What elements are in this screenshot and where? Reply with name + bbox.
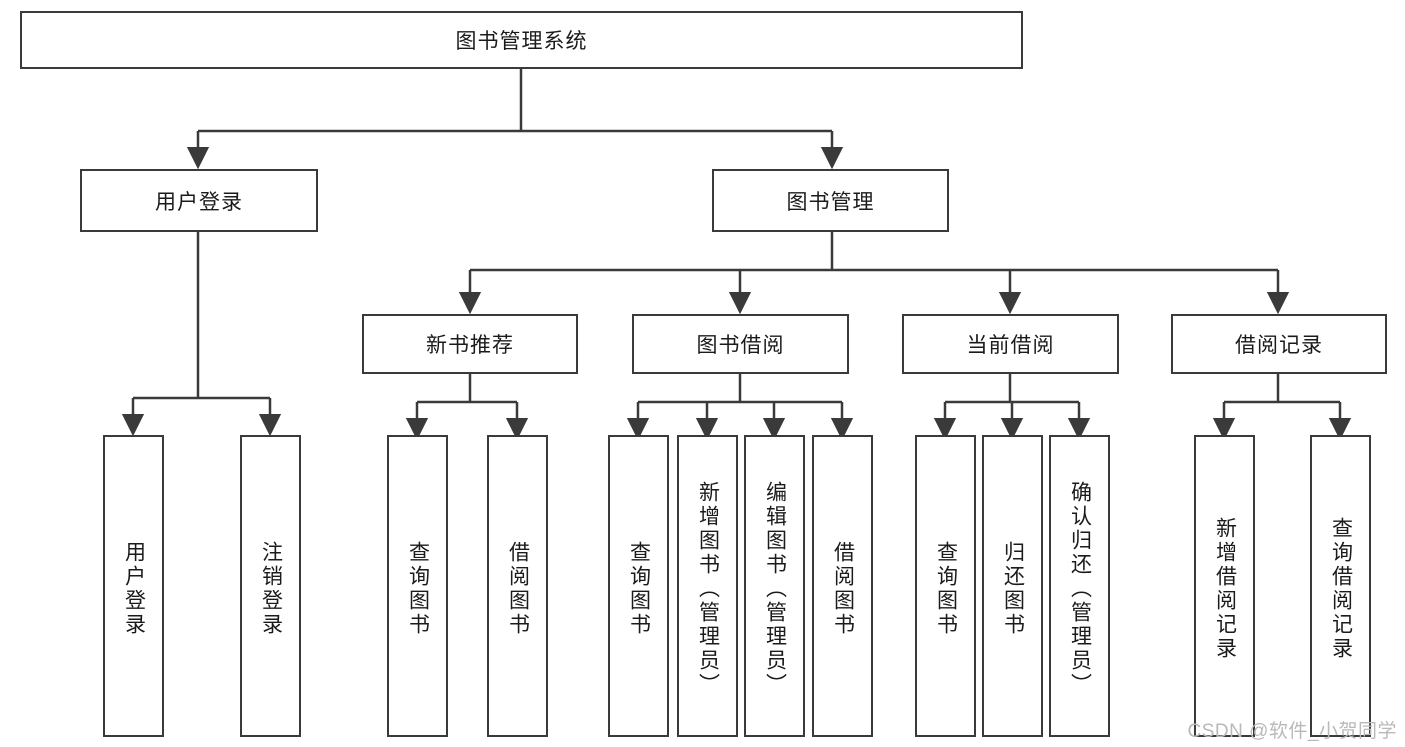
leaf-book-borrow-2[interactable]: 编辑图书（管理员） (744, 435, 805, 737)
node-label: 图书管理 (786, 190, 875, 214)
leaf-book-borrow-0[interactable]: 查询图书 (608, 435, 669, 737)
leaf-current-borrow-0[interactable]: 查询图书 (915, 435, 976, 737)
node-label: 查询图书 (627, 541, 651, 637)
node-label: 新书推荐 (426, 334, 514, 357)
leaf-book-borrow-1[interactable]: 新增图书（管理员） (677, 435, 738, 737)
node-label: 借阅图书 (831, 541, 855, 637)
node-label: 归还图书 (1001, 541, 1025, 637)
node-label: 确认归还（管理员） (1068, 481, 1092, 697)
node-book-borrow[interactable]: 图书借阅 (632, 314, 849, 374)
node-label: 图书借阅 (696, 334, 785, 357)
node-label: 注销登录 (259, 541, 283, 637)
watermark-text: CSDN @软件_小贺同学 (1187, 721, 1397, 742)
leaf-borrow-record-1[interactable]: 查询借阅记录 (1310, 435, 1371, 737)
node-borrow-record[interactable]: 借阅记录 (1171, 314, 1387, 374)
leaf-current-borrow-2[interactable]: 确认归还（管理员） (1049, 435, 1110, 737)
node-label: 借阅图书 (506, 541, 530, 637)
node-label: 新增图书（管理员） (696, 481, 720, 697)
node-label: 用户登录 (122, 541, 146, 637)
node-label: 借阅记录 (1235, 334, 1323, 357)
node-label: 当前借阅 (966, 334, 1055, 357)
node-label: 新增借阅记录 (1213, 517, 1237, 661)
node-user-login[interactable]: 用户登录 (80, 169, 318, 232)
leaf-user-login-1[interactable]: 注销登录 (240, 435, 301, 737)
leaf-user-login-0[interactable]: 用户登录 (103, 435, 164, 737)
node-label: 编辑图书（管理员） (763, 481, 787, 697)
node-root-book-management-system[interactable]: 图书管理系统 (20, 11, 1023, 69)
node-book-management[interactable]: 图书管理 (712, 169, 949, 232)
node-label: 查询图书 (934, 541, 958, 637)
leaf-new-book-recommend-1[interactable]: 借阅图书 (487, 435, 548, 737)
leaf-new-book-recommend-0[interactable]: 查询图书 (387, 435, 448, 737)
node-label: 用户登录 (155, 190, 243, 214)
node-new-book-recommend[interactable]: 新书推荐 (362, 314, 578, 374)
leaf-borrow-record-0[interactable]: 新增借阅记录 (1194, 435, 1255, 737)
node-label: 图书管理系统 (455, 30, 588, 53)
node-current-borrow[interactable]: 当前借阅 (902, 314, 1119, 374)
node-label: 查询借阅记录 (1329, 517, 1353, 661)
leaf-book-borrow-3[interactable]: 借阅图书 (812, 435, 873, 737)
leaf-current-borrow-1[interactable]: 归还图书 (982, 435, 1043, 737)
node-label: 查询图书 (406, 541, 430, 637)
